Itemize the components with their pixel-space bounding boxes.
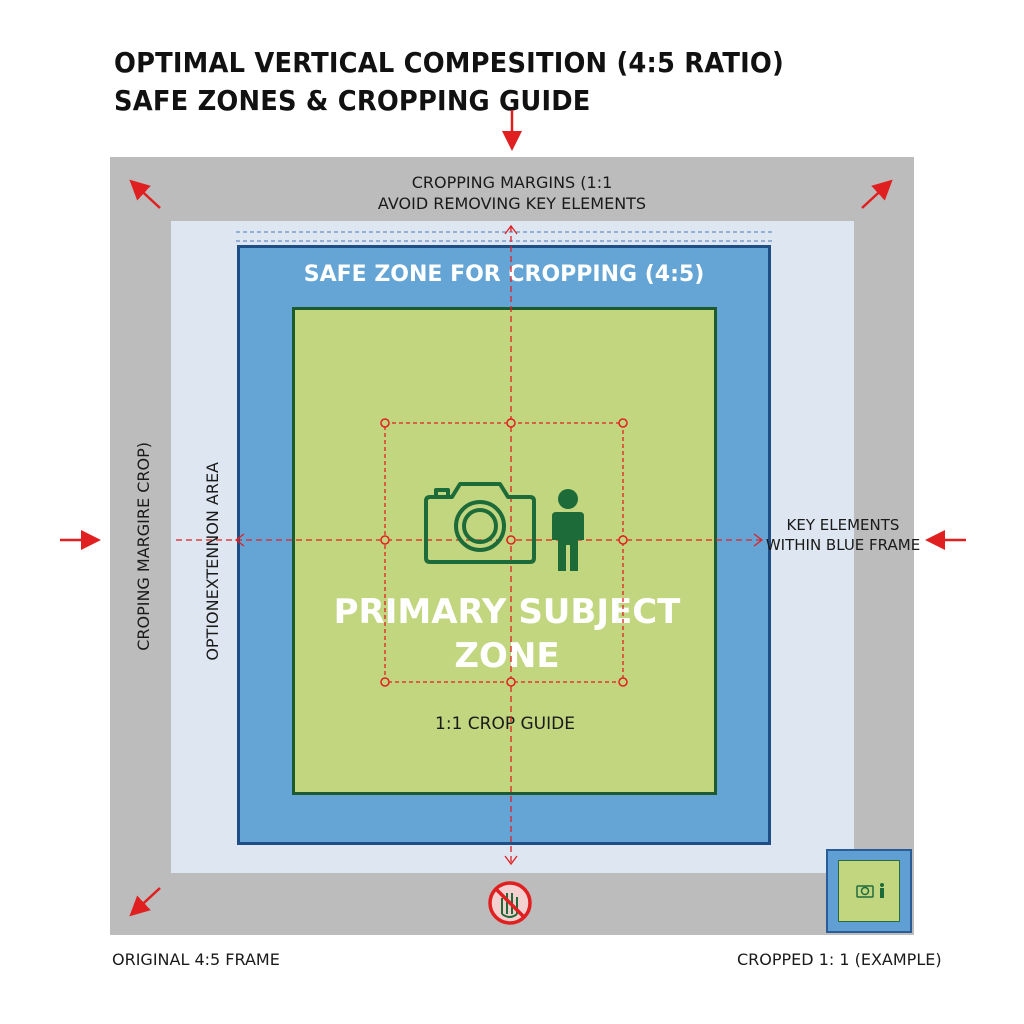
horizontal-guide-left-head bbox=[234, 533, 245, 547]
camera-icon bbox=[424, 482, 536, 564]
no-hand-icon bbox=[488, 881, 532, 925]
key-elements-line-2: WITHIN BLUE FRAME bbox=[765, 536, 921, 554]
bottom-left-arrow-icon bbox=[129, 887, 161, 917]
person-icon bbox=[552, 489, 584, 571]
safe-zone-label: SAFE ZONE FOR CROPPING (4:5) bbox=[303, 262, 705, 287]
thumbnail-person-icon bbox=[880, 883, 884, 898]
title-line-1: OPTIMAL VERTICAL COMPESITION (4:5 RATIO) bbox=[114, 46, 784, 79]
cropping-margins-line-2: AVOID REMOVING KEY ELEMENTS bbox=[377, 194, 647, 213]
primary-subject-line-2: ZONE bbox=[454, 636, 560, 676]
vertical-guide-bottom-head bbox=[504, 855, 518, 866]
top-right-arrow-icon bbox=[861, 179, 893, 209]
crop-guide-handles bbox=[380, 418, 628, 687]
vertical-guide-top-head bbox=[504, 224, 518, 235]
thumbnail-camera-icon bbox=[856, 885, 874, 898]
page-title: OPTIMAL VERTICAL COMPESITION (4:5 RATIO)… bbox=[114, 44, 784, 120]
key-elements-line-1: KEY ELEMENTS bbox=[786, 516, 900, 534]
cropped-example-label: CROPPED 1: 1 (EXAMPLE) bbox=[737, 950, 942, 969]
cropping-margins-label: CROPPING MARGINS (1:1 AVOID REMOVING KEY… bbox=[378, 172, 646, 214]
key-elements-label: KEY ELEMENTS WITHIN BLUE FRAME bbox=[766, 515, 920, 555]
crop-guide-square bbox=[384, 422, 624, 683]
crop-guide-label: 1:1 CROP GUIDE bbox=[435, 714, 575, 734]
horizontal-guide-right-head bbox=[753, 533, 764, 547]
primary-subject-zone bbox=[292, 307, 717, 795]
top-left-arrow-icon bbox=[129, 179, 161, 209]
original-frame-label: ORIGINAL 4:5 FRAME bbox=[112, 950, 280, 969]
cropping-margins-line-1: CROPPING MARGINS (1:1 bbox=[411, 173, 613, 192]
